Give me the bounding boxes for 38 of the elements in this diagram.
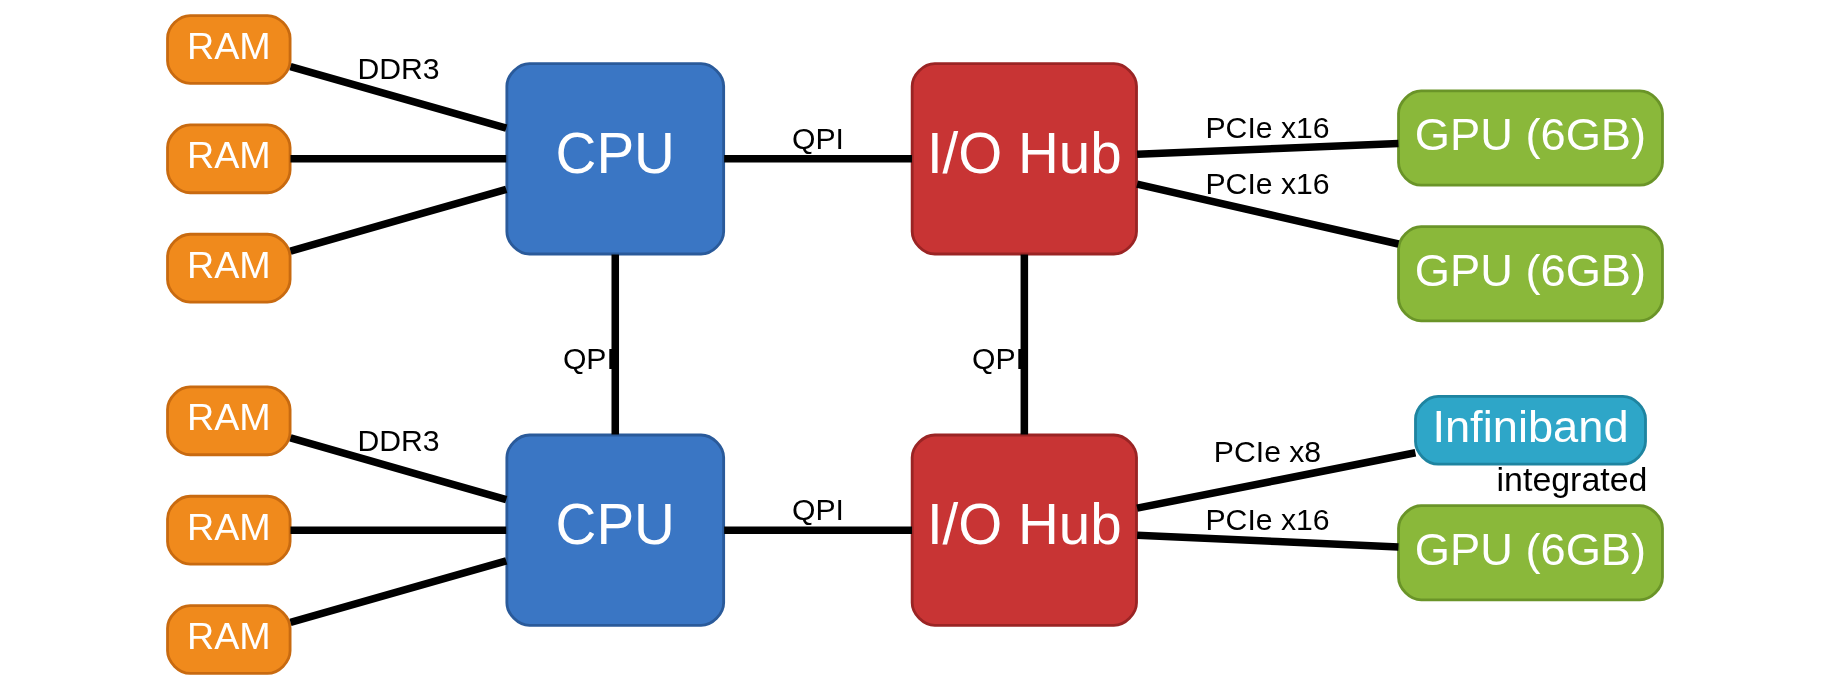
node-box: GPU (6GB) (1396, 89, 1664, 187)
node-box: GPU (6GB) (1396, 225, 1664, 323)
edge-label: PCIe x16 (1205, 502, 1330, 536)
connector (1136, 139, 1399, 158)
connector (1020, 254, 1028, 435)
edge-label: QPI (562, 341, 615, 375)
edge-label: DDR3 (356, 52, 440, 86)
node-box: I/O Hub (910, 62, 1138, 256)
connector (1135, 449, 1416, 512)
connector (290, 155, 506, 163)
edge-label: PCIe x8 (1213, 434, 1321, 468)
connector (288, 185, 507, 255)
edge-label: QPI (791, 122, 844, 156)
node-box: RAM (165, 385, 291, 457)
node-box: RAM (165, 232, 291, 304)
node-box: Infiniband (1413, 394, 1647, 466)
node-box: GPU (6GB) (1396, 504, 1664, 602)
edge-label: PCIe x16 (1205, 110, 1330, 144)
edge-label: DDR3 (356, 423, 440, 457)
connector (288, 557, 507, 627)
edge-label: QPI (791, 493, 844, 527)
connector (290, 526, 506, 534)
node-box: RAM (165, 14, 291, 85)
connector (288, 62, 507, 132)
edge-label: QPI (971, 341, 1024, 375)
connector (723, 526, 912, 534)
connector (611, 254, 619, 435)
node-box: I/O Hub (910, 433, 1138, 627)
connector (288, 434, 507, 504)
connector (723, 155, 912, 163)
edge-label: PCIe x16 (1205, 167, 1330, 201)
node-box: CPU (504, 62, 725, 256)
node-box: CPU (504, 433, 725, 627)
connector (1135, 180, 1399, 248)
node-box: RAM (165, 604, 291, 675)
node-box: RAM (165, 123, 291, 195)
connector (1136, 531, 1399, 551)
node-box: RAM (165, 494, 291, 566)
